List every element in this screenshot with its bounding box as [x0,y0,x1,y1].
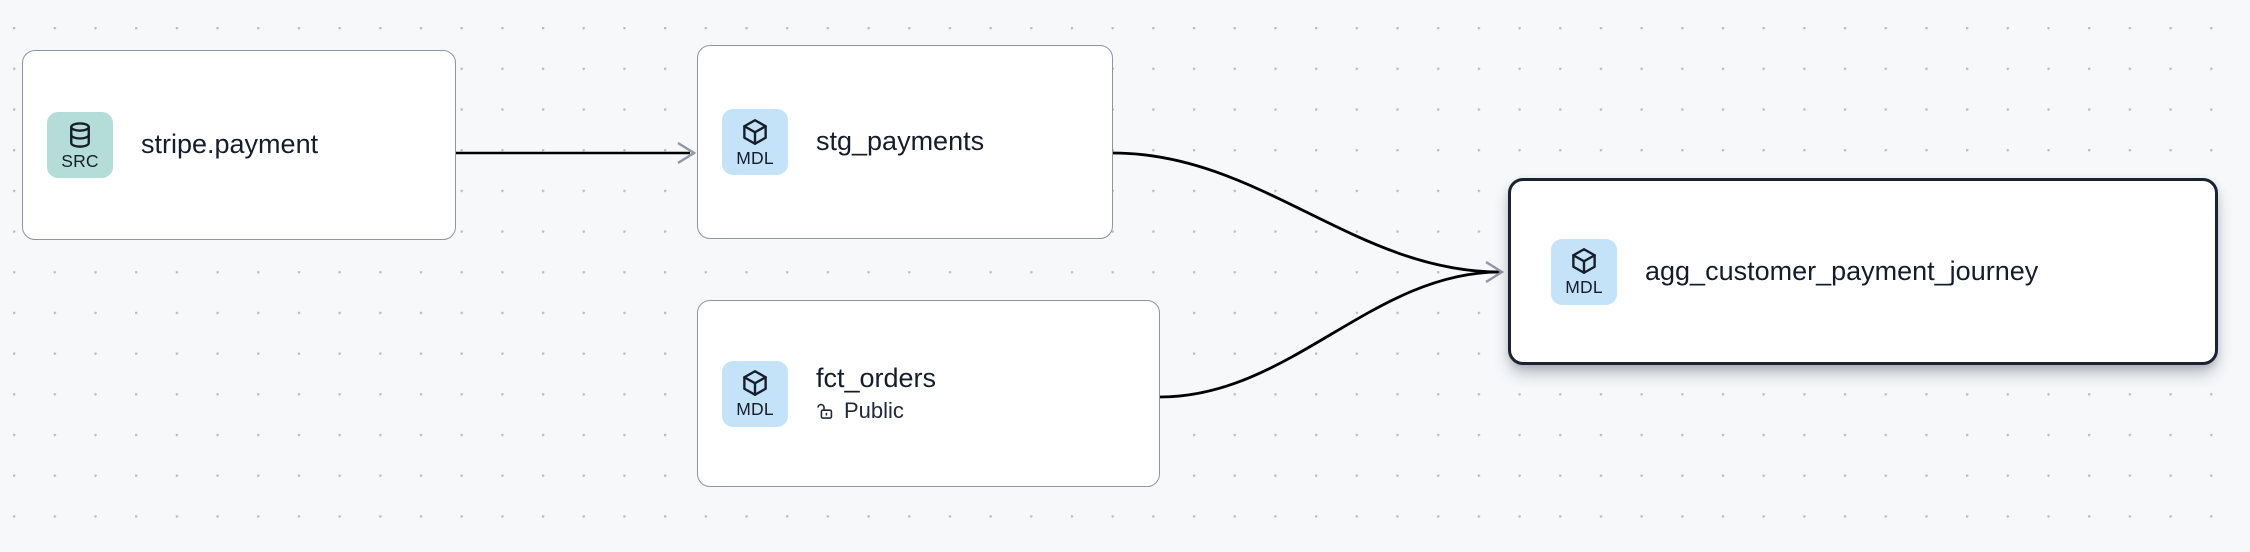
edge-stripe-payment-to-stg-payments [456,141,697,165]
cube-icon [743,370,767,397]
node-title: agg_customer_payment_journey [1645,255,2039,286]
node-text: stg_payments [816,126,985,157]
node-agg-customer-payment-journey[interactable]: MDL agg_customer_payment_journey [1508,178,2218,365]
unlock-icon [817,403,833,419]
node-text: stripe.payment [141,129,319,160]
node-fct-orders[interactable]: MDL fct_orders Public [697,300,1160,487]
node-title: stripe.payment [141,129,319,160]
arrowhead-icon [677,141,697,165]
arrowhead-icon [1485,260,1505,284]
cube-icon [743,118,767,145]
edge-stg-payments-to-agg-journey [1112,151,1501,274]
cube-icon [1572,248,1596,275]
badge-src: SRC [47,112,113,178]
visibility-label: Public [844,397,904,423]
node-stg-payments[interactable]: MDL stg_payments [697,45,1113,239]
badge-label: MDL [736,147,774,168]
database-icon [70,121,90,148]
node-stripe-payment[interactable]: SRC stripe.payment [22,50,456,240]
node-text: agg_customer_payment_journey [1645,255,2039,287]
node-title: stg_payments [816,126,985,157]
badge-label: MDL [736,399,774,420]
badge-label: MDL [1565,277,1603,298]
badge-label: SRC [61,150,99,171]
node-visibility: Public [816,397,936,423]
badge-mdl: MDL [722,360,788,427]
node-text: fct_orders Public [816,363,937,423]
badge-mdl: MDL [722,109,788,175]
edge-fct-orders-to-agg-journey [1159,260,1505,399]
badge-mdl: MDL [1551,238,1617,305]
node-title: fct_orders [816,363,937,394]
